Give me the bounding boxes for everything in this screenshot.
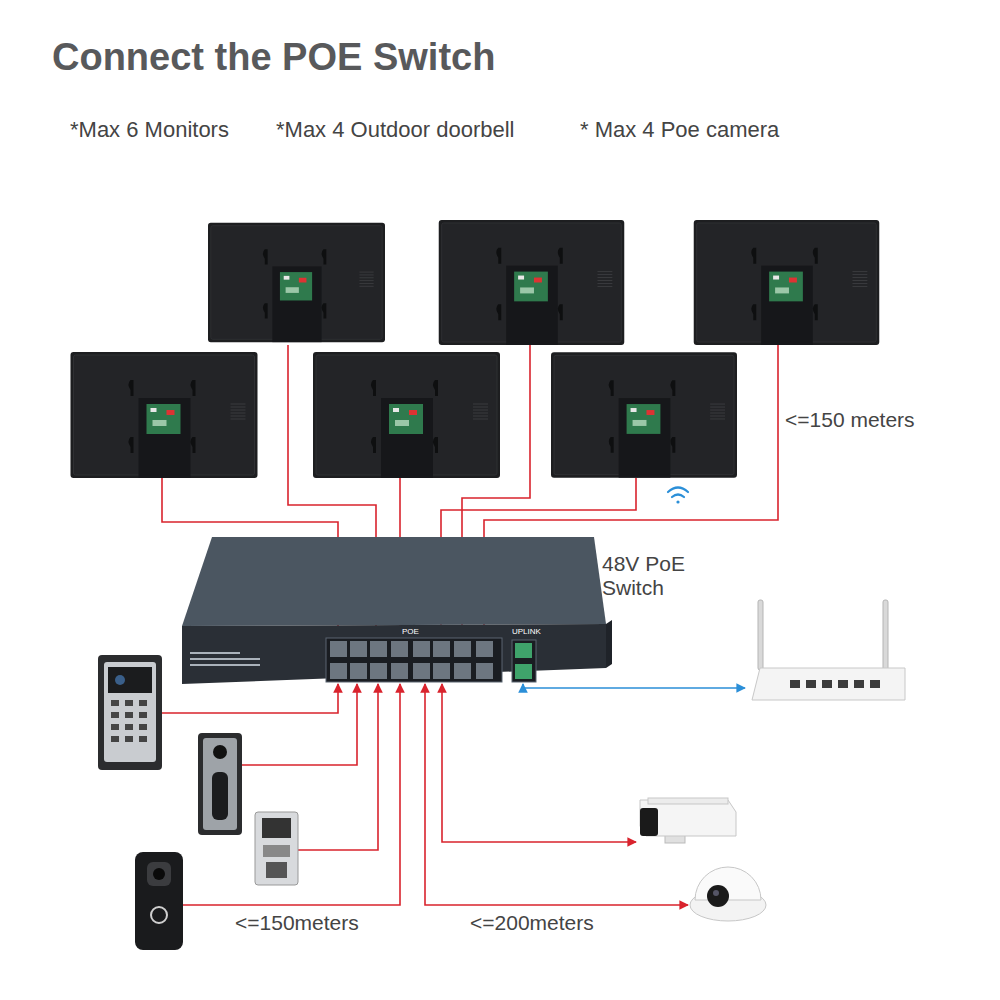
distance-label: <=200meters [470, 911, 594, 935]
monitors [71, 220, 880, 478]
uplink-wire [523, 684, 745, 688]
port-group-label: UPLINK [512, 627, 541, 636]
diagram-title: Connect the POE Switch [52, 36, 495, 80]
distance-label: <=150meters [235, 911, 359, 935]
limit-note: *Max 6 Monitors [70, 117, 229, 142]
poe-switch: 48V PoE SwitchPOE UPLINK [180, 535, 710, 685]
poe-switch-drawing [182, 537, 612, 684]
camera-drawings [640, 798, 766, 921]
limit-note: * Max 4 Poe camera [580, 117, 779, 142]
wifi-icon [668, 488, 688, 504]
port-group-label: POE [402, 627, 419, 636]
limit-note: *Max 4 Outdoor doorbell [276, 117, 514, 142]
distance-label: <=150 meters [785, 408, 915, 432]
doorbell-drawings [98, 655, 298, 950]
router-drawing [752, 600, 905, 700]
switch-label: 48V PoE Switch [602, 552, 702, 600]
